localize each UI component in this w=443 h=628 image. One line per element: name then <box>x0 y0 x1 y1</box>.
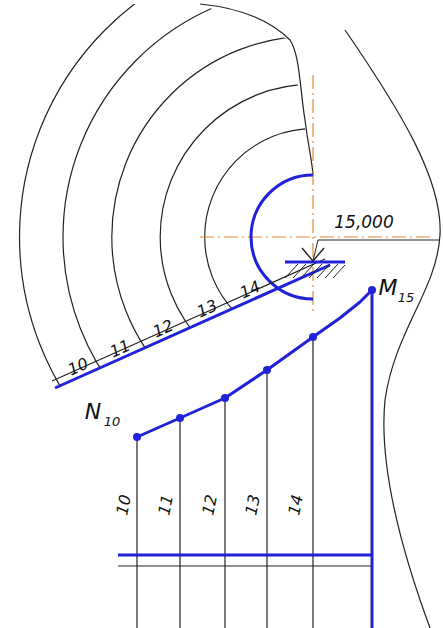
curve-points <box>133 286 376 441</box>
surface-symbol <box>285 240 440 278</box>
outline <box>200 4 313 175</box>
concentric-arcs <box>20 0 443 531</box>
section-line <box>55 265 330 388</box>
section-line <box>52 259 325 381</box>
callout-number: 13 <box>243 493 263 516</box>
point-index: 15 <box>398 291 415 304</box>
point-index: 10 <box>104 415 121 428</box>
callout-number: 10 <box>114 493 134 516</box>
point-name: N <box>85 401 101 423</box>
projection-lines <box>118 337 372 628</box>
hole-contour <box>251 175 313 299</box>
point-name: M <box>379 277 398 299</box>
center-line <box>200 236 430 237</box>
outline <box>345 30 440 628</box>
intersection-curve <box>137 290 372 437</box>
base-line <box>118 554 372 557</box>
callout-number: 12 <box>200 493 220 516</box>
projection-line <box>371 290 374 628</box>
center-line <box>312 75 313 312</box>
callout-number: 11 <box>156 493 176 516</box>
dimension-value: 15,000 <box>334 214 393 231</box>
callout-number: 11 <box>107 338 132 361</box>
callout-number: 14 <box>286 493 306 516</box>
